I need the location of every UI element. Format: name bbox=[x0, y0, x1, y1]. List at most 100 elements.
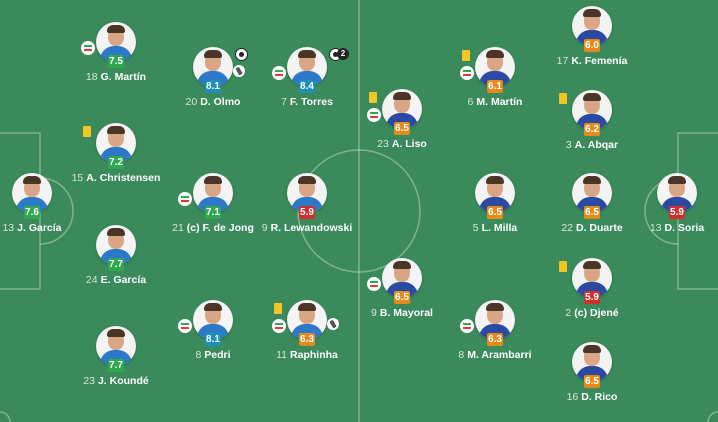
player-name: R. Lewandowski bbox=[270, 222, 353, 234]
player-rating-badge: 7.2 bbox=[108, 156, 124, 169]
player-avatar bbox=[287, 173, 327, 213]
player-name: A. Christensen bbox=[86, 172, 161, 184]
hair-graphic bbox=[486, 50, 504, 58]
player-number: 15 bbox=[71, 172, 84, 184]
player-name: A. Abqar bbox=[574, 139, 619, 151]
substitution-icon bbox=[460, 66, 474, 80]
player-name: E. García bbox=[100, 274, 147, 286]
player-number: 13 bbox=[649, 222, 662, 234]
player-rating-badge: 7.1 bbox=[205, 206, 221, 219]
player-name: D. Olmo bbox=[200, 96, 241, 108]
player-rating-badge: 6.3 bbox=[487, 333, 503, 346]
substitution-icon bbox=[367, 108, 381, 122]
player-rating-badge: 8.1 bbox=[205, 80, 221, 93]
hair-graphic bbox=[486, 303, 504, 311]
player-rating-badge: 7.5 bbox=[108, 55, 124, 68]
player-rating-badge: 5.9 bbox=[299, 206, 315, 219]
player-rating-badge: 6.0 bbox=[584, 39, 600, 52]
hair-graphic bbox=[583, 176, 601, 184]
player-name: K. Femenía bbox=[571, 55, 628, 67]
player-name: (c) Djené bbox=[574, 307, 619, 319]
hair-graphic bbox=[204, 303, 222, 311]
player-name: (c) F. de Jong bbox=[186, 222, 254, 234]
player-name: Raphinha bbox=[290, 349, 338, 361]
player-number: 8 bbox=[195, 349, 202, 361]
player-number: 11 bbox=[276, 349, 288, 361]
player-avatar bbox=[475, 300, 515, 340]
player-name: J. García bbox=[17, 222, 62, 234]
player-name: L. Milla bbox=[481, 222, 518, 234]
player-number: 5 bbox=[472, 222, 479, 234]
player-number: 20 bbox=[185, 96, 198, 108]
player-number: 24 bbox=[85, 274, 98, 286]
substitution-icon bbox=[272, 66, 286, 80]
player-number: 17 bbox=[556, 55, 569, 67]
player-number: 9 bbox=[371, 307, 377, 319]
hair-graphic bbox=[583, 93, 601, 101]
hair-graphic bbox=[583, 345, 601, 353]
player-name: D. Soria bbox=[664, 222, 705, 234]
assist-icon bbox=[233, 65, 245, 77]
hair-graphic bbox=[107, 228, 125, 236]
player-rating-badge: 5.9 bbox=[584, 291, 600, 304]
player-rating-badge: 6.5 bbox=[584, 206, 600, 219]
player-rating-badge: 6.5 bbox=[394, 122, 410, 135]
player-number: 9 bbox=[261, 222, 268, 234]
player-name: Pedri bbox=[204, 349, 231, 361]
player-avatar bbox=[572, 6, 612, 46]
yellow-card-icon bbox=[369, 92, 377, 103]
assist-icon bbox=[327, 318, 339, 330]
hair-graphic bbox=[107, 329, 125, 337]
player-name: D. Duarte bbox=[576, 222, 623, 234]
player-avatar bbox=[193, 173, 233, 213]
hair-graphic bbox=[393, 92, 411, 100]
yellow-card-icon bbox=[559, 261, 567, 272]
player-name: G. Martín bbox=[100, 71, 147, 83]
player-name: F. Torres bbox=[289, 96, 333, 108]
hair-graphic bbox=[107, 25, 125, 33]
player-rating-badge: 8.1 bbox=[205, 333, 221, 346]
hair-graphic bbox=[393, 261, 411, 269]
substitution-icon bbox=[178, 319, 192, 333]
player-number: 6 bbox=[467, 96, 474, 108]
goal-count-badge: 2 bbox=[337, 48, 349, 60]
substitution-icon bbox=[81, 41, 95, 55]
player-rating-badge: 6.3 bbox=[299, 333, 315, 346]
player-number: 3 bbox=[565, 139, 572, 151]
player-name-label: 2(c) Djené bbox=[522, 307, 662, 319]
